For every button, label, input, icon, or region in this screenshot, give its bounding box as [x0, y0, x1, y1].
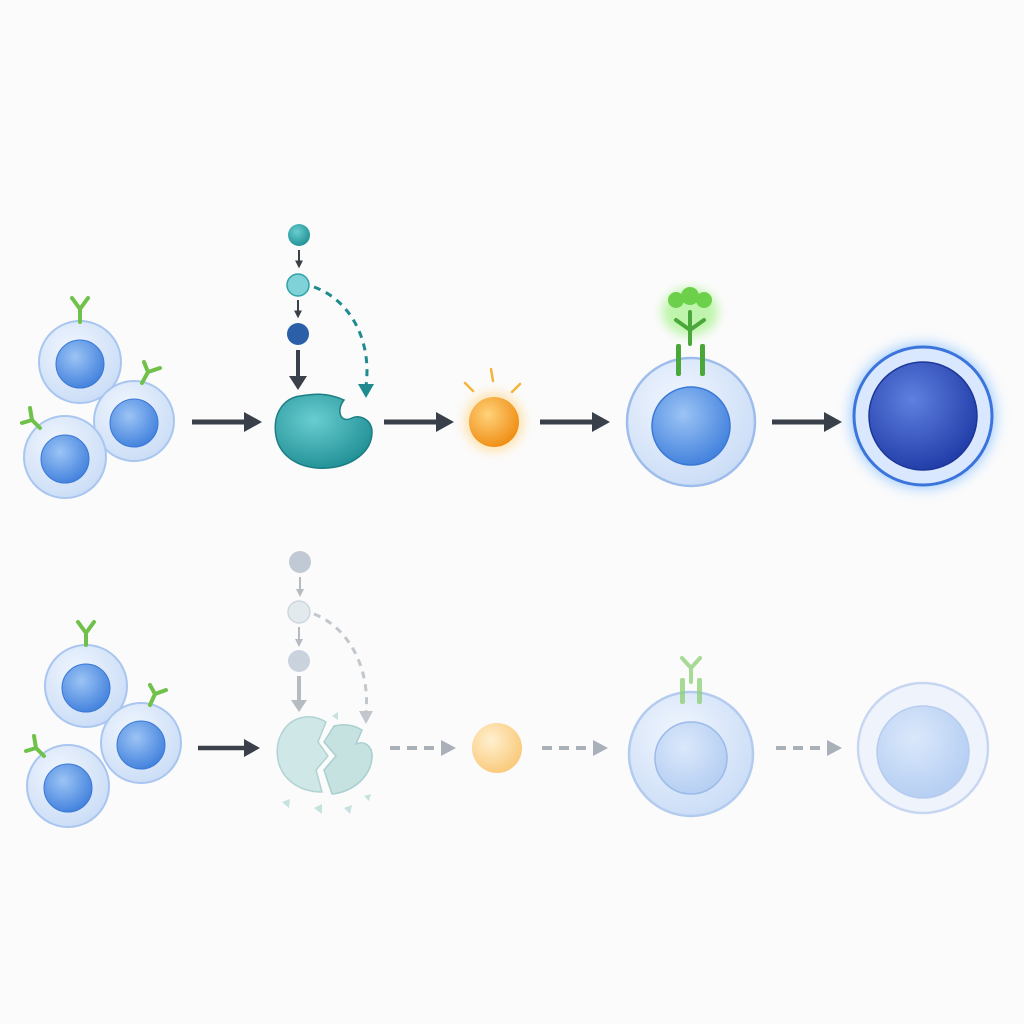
- feedback-dashed-arrow: [313, 612, 369, 713]
- precursor-cascade: [286, 224, 374, 398]
- enzyme-icon: [274, 393, 373, 469]
- cofactor-molecule-icon: [288, 650, 310, 672]
- arrow-head: [441, 740, 456, 756]
- cell: [24, 734, 110, 828]
- arrow-head: [244, 739, 260, 757]
- unbound-receptor-icon: [680, 656, 702, 704]
- row-disrupted: [24, 551, 990, 828]
- precursor-molecule-icon: [289, 551, 311, 573]
- arrow-head: [824, 412, 842, 432]
- arrow-head: [593, 740, 608, 756]
- arrow-head: [244, 412, 262, 432]
- radiance-lines: [463, 367, 522, 394]
- ligand-receptor-complex: [662, 287, 718, 376]
- receptor-icon: [76, 620, 96, 647]
- precursor-molecule-icon: [288, 224, 310, 246]
- receptor-bound-cell-icon: [625, 287, 757, 488]
- receptor-icon: [148, 683, 168, 707]
- row-normal: [20, 224, 995, 499]
- receptor-icon: [140, 360, 162, 385]
- feedback-dashed-arrow: [313, 285, 369, 387]
- receptor-icon: [24, 734, 46, 758]
- faded-product-molecule-icon: [472, 723, 522, 773]
- inactive-cell-icon: [856, 681, 990, 815]
- cell: [38, 296, 122, 404]
- cell: [100, 683, 182, 784]
- receptor-icon: [20, 406, 42, 430]
- cell: [44, 620, 128, 728]
- faded-precursor-cascade: [287, 551, 373, 724]
- arrow-head: [436, 412, 454, 432]
- cell-cluster-icon: [24, 620, 182, 828]
- intermediate-molecule-icon: [287, 600, 311, 624]
- arrow-head: [827, 740, 842, 756]
- cell: [20, 406, 107, 499]
- activated-cell-icon: [851, 344, 995, 488]
- cell: [93, 360, 175, 462]
- cofactor-molecule-icon: [287, 323, 309, 345]
- receptor-icon: [70, 296, 90, 324]
- arrow-head: [592, 412, 610, 432]
- intermediate-molecule-icon: [286, 273, 310, 297]
- product-molecule-icon: [463, 367, 524, 452]
- cell-cluster-icon: [20, 296, 175, 499]
- broken-enzyme-icon: [276, 712, 373, 814]
- weak-receptor-cell-icon: [627, 656, 755, 818]
